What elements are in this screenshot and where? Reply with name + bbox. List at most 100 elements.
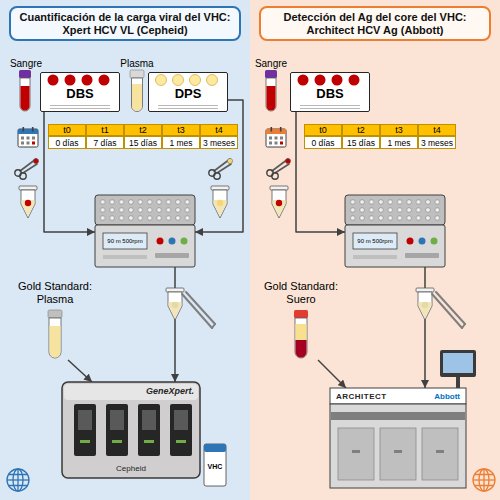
card-spots <box>173 75 184 86</box>
calendar-icon <box>18 127 38 147</box>
time-point: t3 <box>380 124 418 136</box>
architect-drawing <box>330 388 466 404</box>
card-spots <box>99 75 110 86</box>
time-point: t1 <box>86 124 124 136</box>
architect-drawing <box>436 450 444 453</box>
plasma-tube <box>50 326 61 358</box>
flow-arrow <box>68 360 92 382</box>
flow-arrow <box>195 100 243 232</box>
card-spots <box>298 75 309 86</box>
plasma-tube <box>132 84 142 111</box>
architect-drawing <box>352 450 360 453</box>
time-interval: 3 meses <box>200 136 238 149</box>
brand-label: ARCHITECT <box>336 391 408 402</box>
time-point: t4 <box>200 124 238 136</box>
architect-drawing <box>330 350 476 488</box>
display-readout: 90 m 500rpm <box>103 233 147 249</box>
card-spots <box>290 72 370 112</box>
brand-label: GeneXpert. <box>132 385 194 397</box>
test-cartridge <box>204 444 226 486</box>
maker-label: Abbott <box>418 391 460 402</box>
plasma-tube <box>130 70 144 112</box>
serum-tube <box>296 340 307 358</box>
time-point: t0 <box>48 124 86 136</box>
plasma-tube <box>130 70 144 78</box>
time-point: t4 <box>418 124 456 136</box>
time-interval: 0 días <box>304 136 342 149</box>
serum-tube <box>295 318 307 358</box>
tube-label: Plasma <box>115 57 159 69</box>
card-spots <box>50 108 110 109</box>
analyzer-machine: GeneXpert. Cepheid <box>62 382 200 478</box>
eppendorf-tube <box>166 288 184 320</box>
blood-tube <box>265 70 277 111</box>
cartridge-label: VHC <box>204 461 226 471</box>
shaker-machine: 90 m 500rpm <box>345 195 445 267</box>
sample-card: DPS <box>148 72 228 112</box>
eppendorf-tube <box>19 186 37 218</box>
card-label: DBS <box>41 87 119 100</box>
forceps-icon <box>432 292 465 328</box>
scissors-icon <box>15 158 39 179</box>
card-spots <box>300 108 360 109</box>
plasma-tube <box>48 310 62 358</box>
maker-label: Cepheid <box>62 462 200 474</box>
serum-tube <box>294 310 308 358</box>
card-label: DPS <box>149 87 227 100</box>
flow-arrow <box>296 112 345 232</box>
eppendorf-tube <box>416 288 434 320</box>
sample-heading: Gold Standard: Suero <box>258 280 344 305</box>
architect-drawing <box>440 350 476 377</box>
calendar-icon <box>266 127 286 147</box>
scissors-icon <box>267 158 291 179</box>
plasma-tube <box>49 318 61 358</box>
time-point: t2 <box>124 124 162 136</box>
blood-tube <box>266 78 276 111</box>
genexpert-drawing <box>106 404 128 456</box>
eppendorf-tube <box>211 186 229 218</box>
architect-drawing <box>456 377 460 388</box>
shaker-machine: 90 m 500rpm <box>95 195 195 267</box>
genexpert-drawing <box>80 440 90 443</box>
genexpert-drawing <box>110 410 124 430</box>
analyzer-machine: ARCHITECT Abbott <box>330 388 466 488</box>
card-spots <box>158 105 218 106</box>
test-cartridge <box>204 444 226 452</box>
card-label: DBS <box>291 87 369 100</box>
blood-tube <box>20 78 30 111</box>
shaker-drawing <box>95 195 195 267</box>
card-spots <box>290 72 370 112</box>
genexpert-drawing <box>62 382 200 478</box>
card-spots <box>158 108 218 109</box>
blood-tube <box>21 86 30 111</box>
title-box: Cuantificación de la carga viral del VHC… <box>9 6 241 41</box>
time-interval: 15 días <box>342 136 380 149</box>
architect-drawing <box>330 404 466 488</box>
reference-sample: Gold Standard: Plasma <box>12 280 98 360</box>
left-panel <box>0 0 250 500</box>
shaker-drawing <box>345 195 445 267</box>
card-spots <box>349 75 360 86</box>
architect-drawing <box>443 353 473 373</box>
genexpert-drawing <box>74 404 96 456</box>
genexpert-drawing <box>170 404 192 456</box>
architect-drawing <box>394 450 402 453</box>
blood-tube <box>267 86 276 111</box>
genexpert-drawing <box>138 404 160 456</box>
genexpert-drawing <box>176 440 186 443</box>
sample-card: DBS <box>40 72 120 112</box>
card-spots <box>40 72 120 112</box>
genexpert-drawing <box>62 382 200 478</box>
time-interval: 15 días <box>124 136 162 149</box>
card-spots <box>148 72 228 112</box>
plasma-tube <box>48 310 62 318</box>
genexpert-drawing <box>144 440 154 443</box>
time-point: t3 <box>162 124 200 136</box>
blood-tube <box>19 70 31 111</box>
card-spots <box>48 75 59 86</box>
architect-drawing <box>380 428 416 480</box>
blood-tube <box>265 70 277 78</box>
